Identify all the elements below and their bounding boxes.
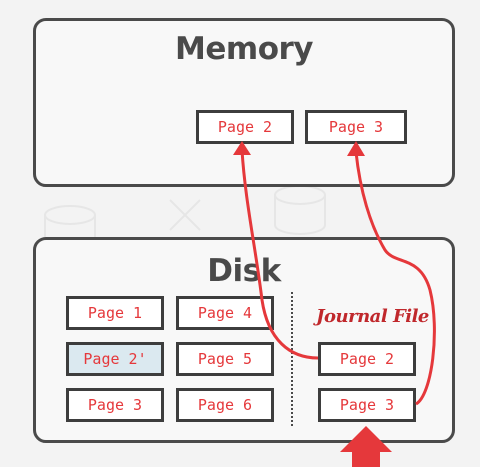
journal-file-label: Journal File <box>316 306 429 327</box>
disk-page-1: Page 1 <box>66 296 164 330</box>
disk-page-3: Page 3 <box>66 388 164 422</box>
arrow-journal-page-3-to-memory <box>354 151 436 406</box>
journal-page-3: Page 3 <box>318 388 416 422</box>
memory-page-2: Page 2 <box>196 110 294 144</box>
write-arrow <box>340 426 392 467</box>
disk-page-6: Page 6 <box>176 388 274 422</box>
arrow-journal-page-2-to-memory <box>240 149 319 360</box>
disk-page-4: Page 4 <box>176 296 274 330</box>
disk-page-5: Page 5 <box>176 342 274 376</box>
arrow-head-memory-page-3 <box>347 141 365 156</box>
disk-divider <box>291 292 293 426</box>
memory-box: Memory <box>33 18 455 187</box>
disk-page-2-prime: Page 2' <box>66 342 164 376</box>
disk-title: Disk <box>207 253 281 289</box>
arrow-head-memory-page-2 <box>233 141 251 155</box>
memory-title: Memory <box>175 31 313 67</box>
journal-page-2: Page 2 <box>318 342 416 376</box>
